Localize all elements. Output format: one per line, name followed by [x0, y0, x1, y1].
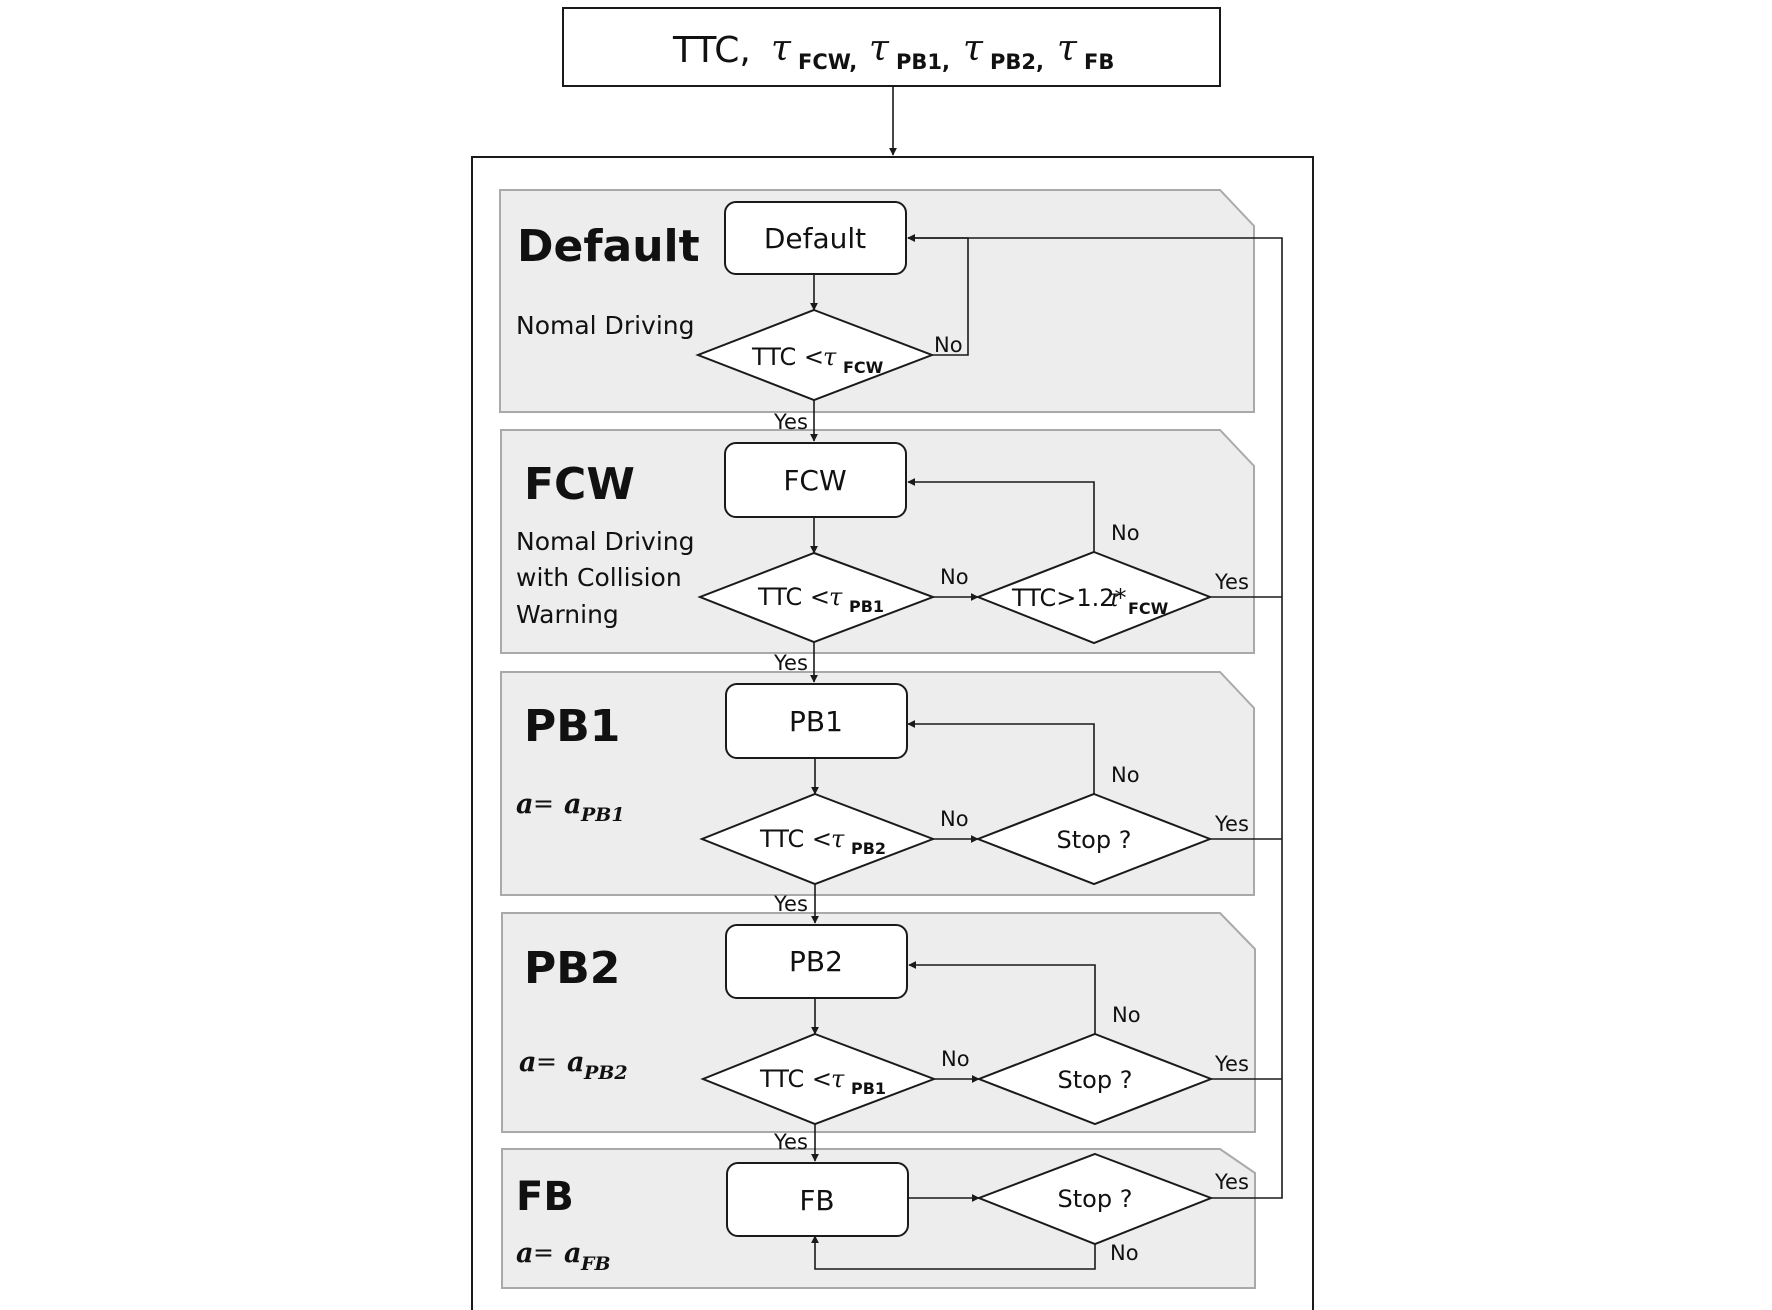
fcw-state-box: FCW: [724, 442, 907, 518]
header-tau-pb1: τ: [869, 28, 890, 69]
pb1-state-box: PB1: [725, 683, 908, 759]
svg-text:Default: Default: [764, 222, 866, 255]
svg-text:PB1: PB1: [580, 804, 625, 826]
svg-text:TTC <: TTC <: [759, 1065, 832, 1093]
svg-text:τ: τ: [831, 1065, 845, 1093]
fcw-no-label: No: [940, 565, 969, 589]
svg-text:=: =: [536, 1047, 557, 1076]
default-yes-label: Yes: [773, 410, 808, 434]
fb-stop-no-label: No: [1110, 1241, 1139, 1265]
svg-text:Stop ?: Stop ?: [1058, 1066, 1133, 1094]
svg-text:τ: τ: [831, 825, 845, 853]
pb1-stop-yes-label: Yes: [1214, 812, 1249, 836]
fcw-check-yes-label: Yes: [1214, 570, 1249, 594]
default-panel: [499, 189, 1255, 413]
return-to-default-bus: [907, 234, 1283, 1199]
svg-text:PB1: PB1: [849, 597, 884, 616]
svg-text:PB2: PB2: [583, 1062, 628, 1084]
fb-section-title: FB: [516, 1174, 574, 1220]
arrow-pb2-stop-no-loop: [908, 961, 1096, 1034]
header-sub-fb: FB: [1084, 50, 1114, 74]
svg-text:FB: FB: [580, 1253, 611, 1275]
default-no-label: No: [934, 333, 963, 357]
header-sub-pb1: PB1,: [896, 50, 950, 74]
input-parameters-box: TTC, τ FCW, τ PB1, τ PB2, τ FB: [562, 7, 1221, 87]
arrow-fcw-check-no-loop: [907, 478, 1095, 552]
svg-text:Stop ?: Stop ?: [1057, 826, 1132, 854]
svg-text:a: a: [564, 789, 582, 820]
default-state-box: Default: [724, 201, 907, 275]
fcw-ttc-pb1-decision: TTC < τ PB1: [697, 551, 936, 644]
default-section-desc: Nomal Driving: [516, 311, 695, 340]
header-tau-pb2: τ: [963, 28, 984, 69]
header-sub-fcw: FCW,: [798, 50, 857, 74]
fcw-section-desc-line3: Warning: [516, 600, 619, 629]
pb2-no-label: No: [941, 1047, 970, 1071]
header-ttc: TTC,: [672, 30, 751, 71]
pb2-ttc-pb1-decision: TTC < τ PB1: [700, 1032, 937, 1126]
pb2-yes-label: Yes: [773, 1130, 808, 1154]
pb2-section-title: PB2: [524, 943, 620, 994]
pb1-stop-decision: Stop ?: [975, 792, 1213, 886]
arrow-fb-stop-no-loop: [811, 1235, 1096, 1270]
pb1-acceleration-formula: a = a PB1: [516, 789, 625, 826]
fcw-check-no-label: No: [1111, 521, 1140, 545]
fb-state-box: FB: [726, 1162, 909, 1237]
svg-text:=: =: [533, 789, 554, 818]
pb1-stop-no-label: No: [1111, 763, 1140, 787]
pb1-section-title: PB1: [524, 701, 620, 752]
fcw-section-title: FCW: [524, 459, 635, 510]
svg-text:a: a: [516, 1238, 534, 1269]
svg-text:TTC <: TTC <: [759, 825, 832, 853]
svg-text:PB2: PB2: [789, 945, 843, 978]
svg-text:FCW: FCW: [783, 464, 846, 497]
default-ttc-fcw-decision: TTC < τ FCW: [695, 308, 935, 402]
svg-text:PB1: PB1: [851, 1079, 886, 1098]
svg-text:a: a: [564, 1238, 582, 1269]
fcw-yes-label: Yes: [773, 651, 808, 675]
fb-stop-decision: Stop ?: [976, 1152, 1214, 1246]
header-sub-pb2: PB2,: [990, 50, 1044, 74]
header-tau-fcw: τ: [771, 28, 792, 69]
svg-text:FB: FB: [799, 1184, 834, 1217]
pb1-no-label: No: [940, 807, 969, 831]
pb2-stop-decision: Stop ?: [976, 1032, 1214, 1126]
svg-text:a: a: [516, 789, 534, 820]
pb2-stop-yes-label: Yes: [1214, 1052, 1249, 1076]
svg-text:=: =: [533, 1238, 554, 1267]
svg-text:TTC <: TTC <: [751, 343, 824, 371]
fcw-section-desc-line1: Nomal Driving: [516, 527, 695, 556]
fb-acceleration-formula: a = a FB: [516, 1238, 611, 1275]
svg-text:FCW: FCW: [843, 358, 884, 377]
pb2-acceleration-formula: a = a PB2: [519, 1047, 628, 1084]
arrow-pb1-stop-no-loop: [907, 720, 1095, 794]
pb1-ttc-pb2-decision: TTC < τ PB2: [699, 792, 936, 886]
svg-text:τ: τ: [829, 583, 843, 611]
svg-text:τ: τ: [1107, 584, 1121, 612]
svg-text:a: a: [567, 1047, 585, 1078]
header-tau-fb: τ: [1057, 28, 1078, 69]
svg-text:FCW: FCW: [1128, 599, 1169, 618]
default-section-title: Default: [517, 221, 700, 272]
fb-stop-yes-label: Yes: [1214, 1170, 1249, 1194]
svg-text:TTC <: TTC <: [757, 583, 830, 611]
pb2-state-box: PB2: [725, 924, 908, 999]
fcw-ttc-threshold-decision: TTC>1.2* τ FCW: [975, 550, 1213, 645]
svg-text:PB1: PB1: [789, 705, 843, 738]
svg-text:τ: τ: [823, 343, 837, 371]
svg-text:PB2: PB2: [851, 839, 886, 858]
svg-text:Stop ?: Stop ?: [1058, 1185, 1133, 1213]
pb2-stop-no-label: No: [1112, 1003, 1141, 1027]
pb1-yes-label: Yes: [773, 892, 808, 916]
fcw-section-desc-line2: with Collision: [516, 563, 682, 592]
svg-text:a: a: [519, 1047, 537, 1078]
svg-text:TTC>1.2*: TTC>1.2*: [1011, 584, 1127, 612]
